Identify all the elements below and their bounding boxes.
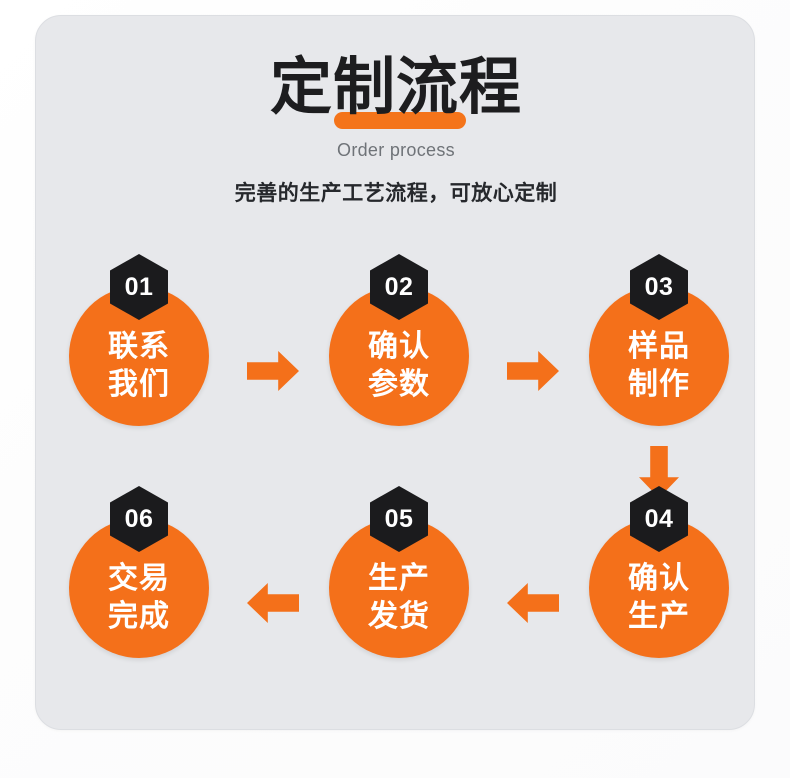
step-badge-hexagon-04: 04 [630,486,688,552]
subtitle-chinese: 完善的生产工艺流程，可放心定制 [234,181,558,205]
step-label-06: 交易 完成 [69,560,209,635]
step-number-03: 03 [644,273,674,301]
step-label-line2-06: 完成 [108,598,170,634]
step-label-line1-01: 联系 [108,329,170,364]
step-label-line1-06: 交易 [108,561,170,596]
process-panel: 定制流程 Order process 完善的生产工艺流程，可放心定制 01 联系… [35,15,755,730]
subtitle-english: Order process [337,140,455,160]
step-label-line2-01: 我们 [108,366,170,402]
step-number-04: 04 [644,505,674,533]
step-label-line2-04: 生产 [628,598,690,634]
step-label-line2-02: 参数 [368,366,430,402]
step-number-02: 02 [384,273,414,301]
step-label-line1-05: 生产 [368,561,430,596]
title-underline-highlight [333,112,466,129]
arrow-left-icon-step5-to-step6 [247,583,299,623]
page-title-wrapper: 定制流程 [270,56,522,129]
step-label-line1-04: 确认 [628,561,690,596]
step-label-line2-03: 制作 [628,366,690,402]
step-label-line1-03: 样品 [628,329,690,364]
step-label-line2-05: 发货 [368,598,430,634]
step-node-01[interactable]: 01 联系 我们 [69,254,209,426]
arrow-left-icon-step4-to-step5 [507,583,559,623]
step-label-02: 确认 参数 [329,328,469,403]
step-label-01: 联系 我们 [69,328,209,403]
step-node-03[interactable]: 03 样品 制作 [589,254,729,426]
page-title: 定制流程 [269,50,522,123]
step-label-04: 确认 生产 [589,560,729,635]
step-number-06: 06 [124,505,154,533]
step-number-05: 05 [384,505,414,533]
step-number-01: 01 [124,273,154,301]
header-block: 定制流程 Order process 完善的生产工艺流程，可放心定制 [36,56,756,207]
step-label-line1-02: 确认 [368,329,430,364]
step-node-06[interactable]: 06 交易 完成 [69,486,209,658]
arrow-right-icon-step1-to-step2 [247,351,299,391]
step-node-02[interactable]: 02 确认 参数 [329,254,469,426]
step-label-03: 样品 制作 [589,328,729,403]
step-label-05: 生产 发货 [329,560,469,635]
step-badge-hexagon-03: 03 [630,254,688,320]
step-node-05[interactable]: 05 生产 发货 [329,486,469,658]
step-node-04[interactable]: 04 确认 生产 [589,486,729,658]
arrow-right-icon-step2-to-step3 [507,351,559,391]
